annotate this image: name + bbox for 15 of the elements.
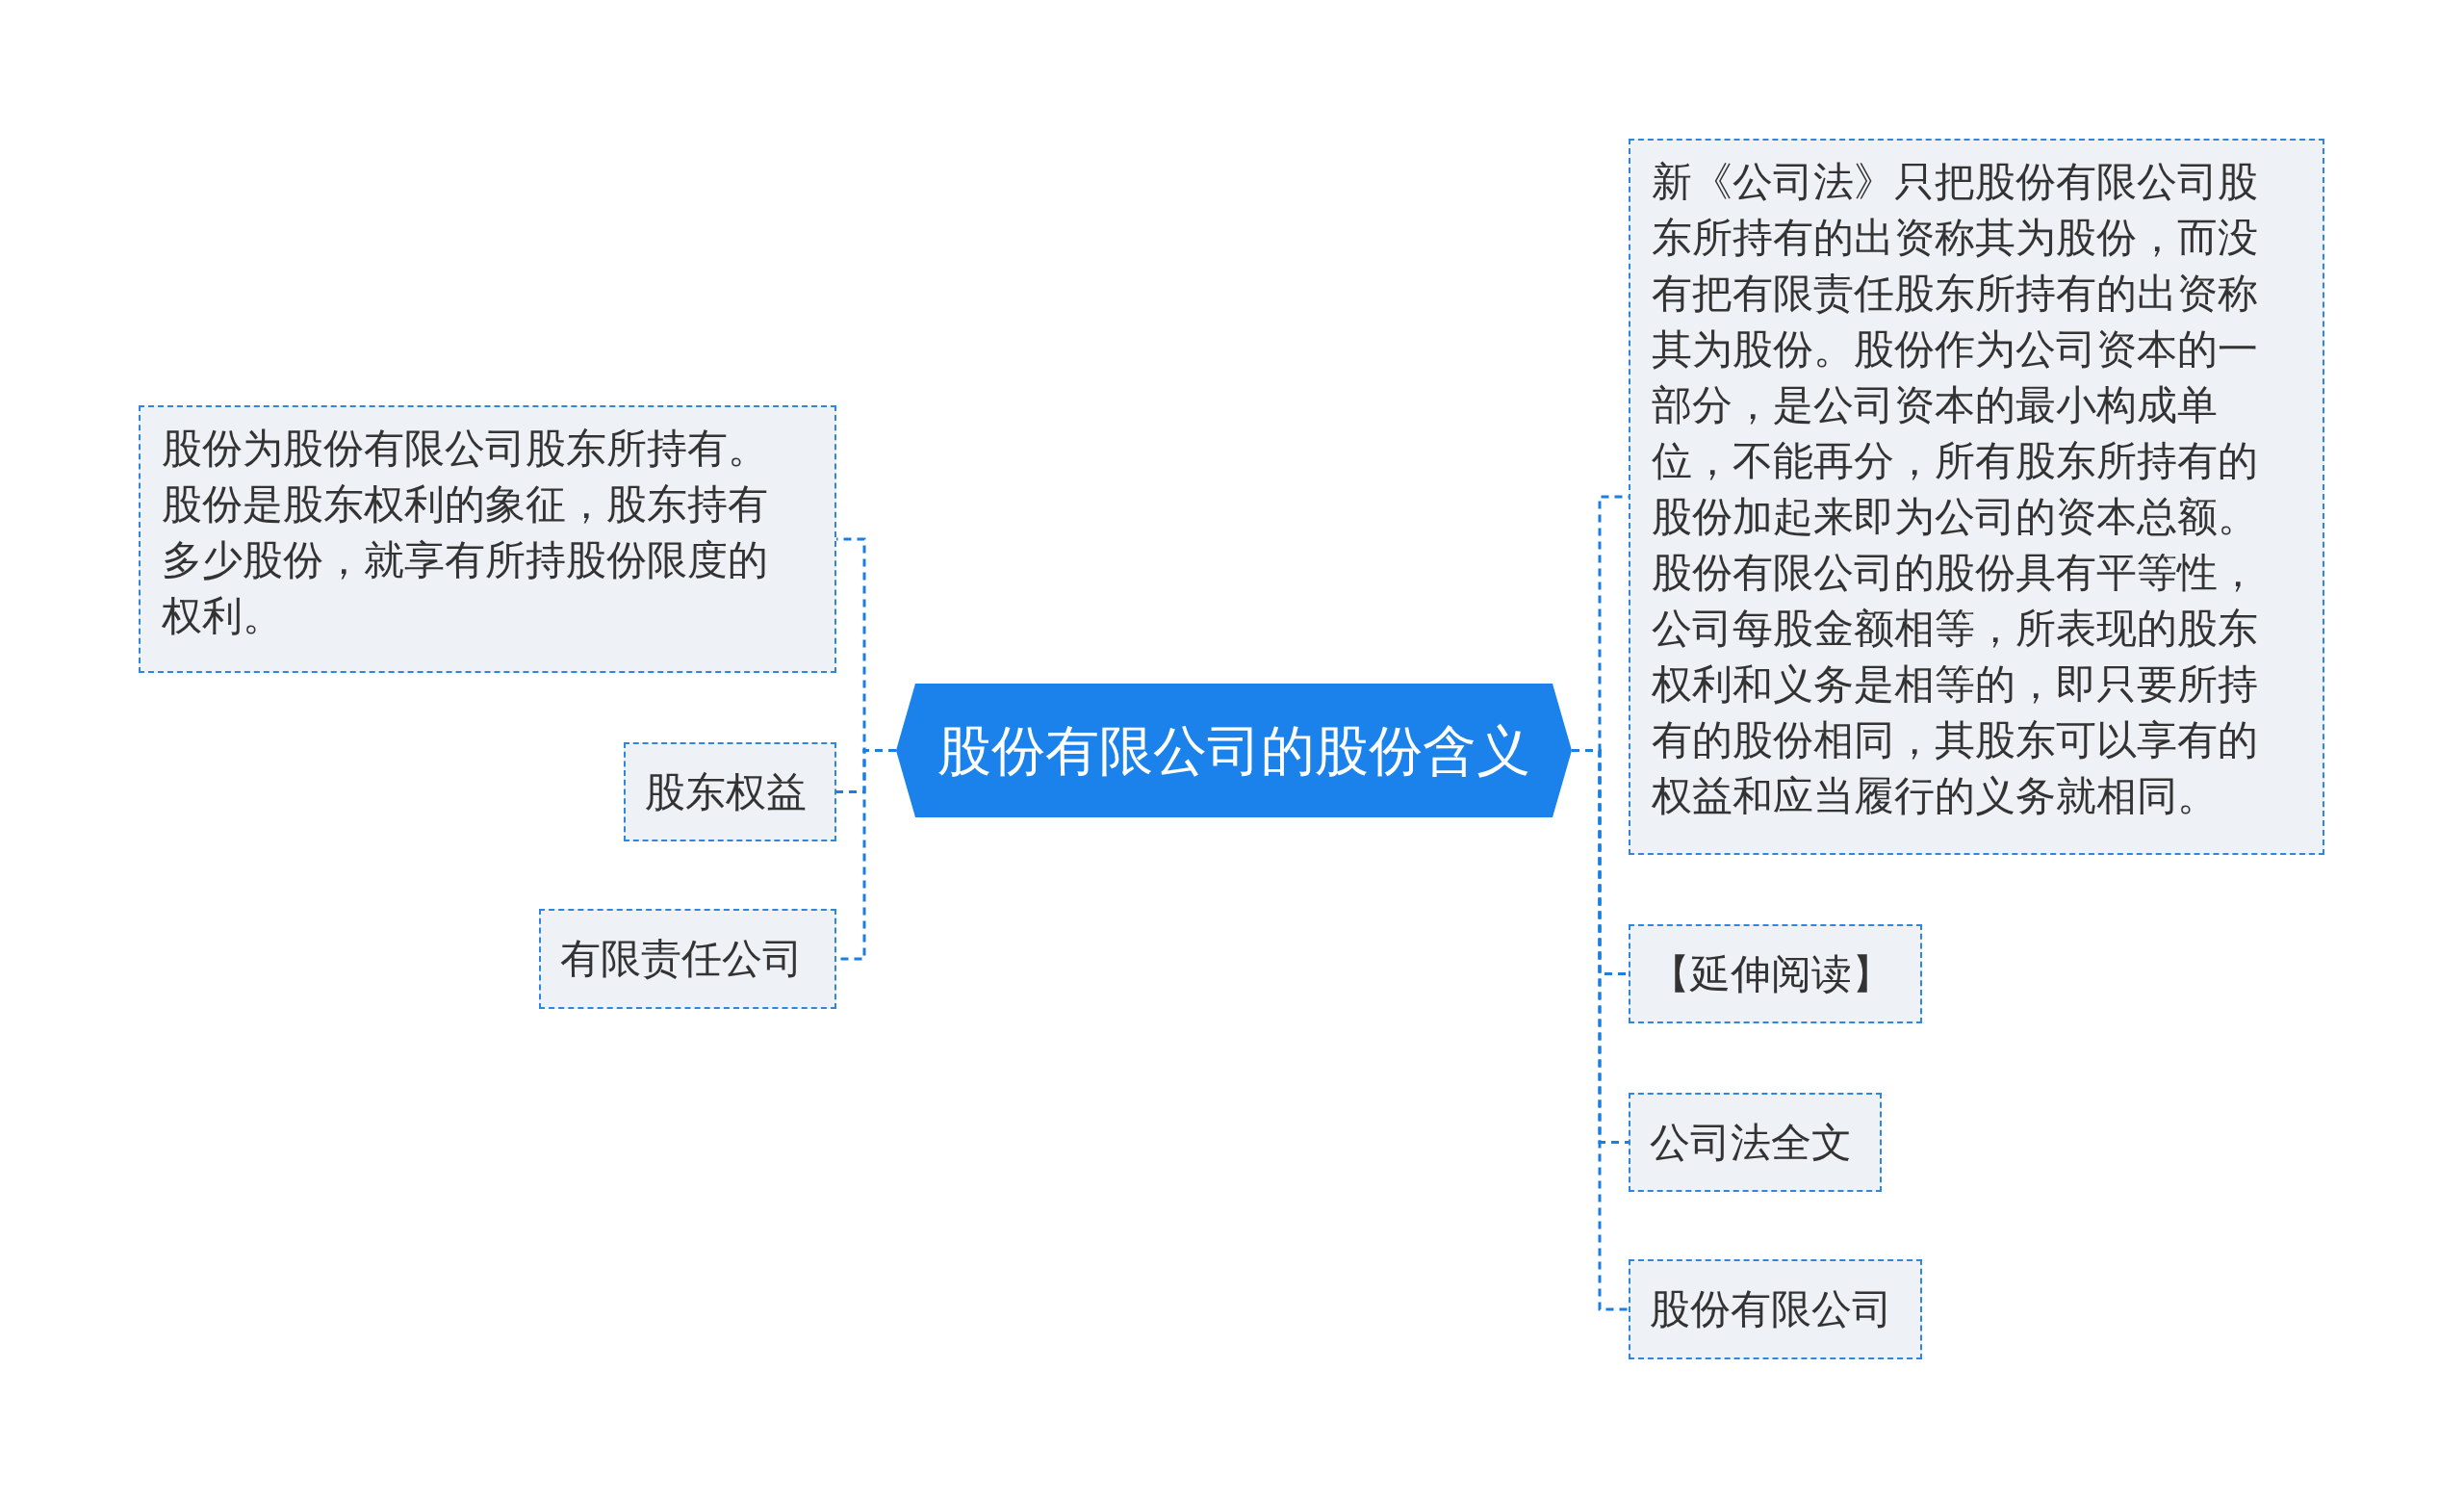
topic-box — [1629, 924, 1922, 1023]
topic-text: 新《公司法》只把股份有限公司股东所持有的出资称其为股份，而没有把有限责任股东所持有的出资称其为股份。股份作为公司资本的一部分，是公司资本的最小构成单位，不能再分，所有股东所持有的股份加起来即为公司的资本总额。股份有限公司的股份具有平等性，公司每股金额相等，所表现的股东权利和义务是相等的，即只要所持有的股份相同，其股东可以享有的权益和应当履行的义务就相同。 — [1652, 157, 2259, 821]
topic-text: 【延伸阅读】 — [1650, 948, 1893, 999]
topic-box — [139, 405, 836, 673]
topic-text: 股份为股份有限公司股东所持有。股份是股东权利的象征，股东持有多少股份，就享有所持股份限度的权利。 — [162, 424, 769, 641]
topic-title: 股份有限公司的股份含义 — [937, 722, 1530, 779]
topic-box — [624, 742, 836, 841]
topic-text: 股份有限公司 — [1650, 1284, 1893, 1334]
topic-text: 股东权益 — [645, 766, 808, 817]
topic-text: 有限责任公司 — [560, 934, 804, 984]
topic-box — [539, 909, 836, 1009]
topic-box — [1629, 1093, 1882, 1192]
topic-box — [1629, 1259, 1922, 1359]
topic-box — [1629, 139, 2324, 855]
topic-text: 公司法全文 — [1650, 1117, 1853, 1168]
